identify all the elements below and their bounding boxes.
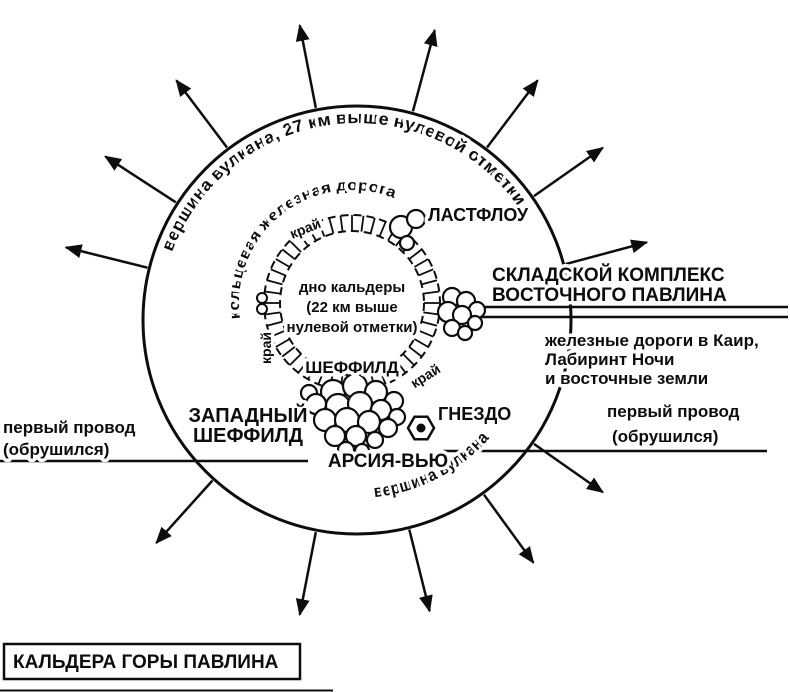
map-title: КАЛЬДЕРА ГОРЫ ПАВЛИНА xyxy=(13,652,279,673)
escarpment-arrow xyxy=(64,244,148,269)
east-railways-line3: и восточные земли xyxy=(545,369,708,388)
warehouse-label: СКЛАДСКОЙ КОМПЛЕКС ВОСТОЧНОГО ПАВЛИНА xyxy=(489,261,731,310)
caldera-floor-line1: дно кальдеры xyxy=(299,279,405,296)
escarpment-arrow xyxy=(486,79,539,149)
sheffield-tents xyxy=(299,372,407,460)
radial-arrows xyxy=(64,23,649,617)
nest-hexagon-icon xyxy=(406,415,436,441)
east-railways-line1: железные дороги в Каир, xyxy=(544,331,759,350)
map-title-box: КАЛЬДЕРА ГОРЫ ПАВЛИНА xyxy=(2,642,302,681)
escarpment-arrow xyxy=(565,239,649,266)
escarpment-arrow xyxy=(533,146,604,198)
escarpment-arrow xyxy=(482,493,535,564)
west-sheffield-line1: ЗАПАДНЫЙ xyxy=(189,403,308,427)
volcano-summit-circle xyxy=(141,104,573,536)
escarpment-arrow xyxy=(175,79,228,149)
caldera-floor-note: дно кальдеры (22 км выше нулевой отметки… xyxy=(283,276,421,381)
warehouse-label-line1: СКЛАДСКОЙ КОМПЛЕКС xyxy=(492,264,725,286)
lastflow-tents xyxy=(388,208,427,252)
east-railways-label: железные дороги в Каир, Лабиринт Ночи и … xyxy=(541,328,763,392)
east-railways-line2: Лабиринт Ночи xyxy=(545,350,674,369)
west-sheffield-label: ЗАПАДНЫЙ ШЕФФИЛД xyxy=(185,400,311,451)
escarpment-arrow xyxy=(411,28,438,112)
warehouse-tents xyxy=(436,286,487,342)
ring-railroad-ties xyxy=(264,215,440,391)
first-cable-west-line1: первый провод xyxy=(3,418,136,437)
first-cable-west-line2: (обрушился) xyxy=(3,440,109,459)
warehouse-label-line2: ВОСТОЧНОГО ПАВЛИНА xyxy=(492,285,727,306)
escarpment-arrow xyxy=(295,531,318,617)
first-cable-east-line2: (обрушился) xyxy=(612,427,718,446)
caldera-floor-line3: нулевой отметки) xyxy=(287,319,418,336)
escarpment-arrow xyxy=(155,479,214,545)
rim-label-west: край xyxy=(258,332,274,364)
escarpment-arrow xyxy=(408,529,433,613)
escarpment-arrow xyxy=(104,155,177,204)
first-cable-west-label: первый провод (обрушился) xyxy=(0,415,139,463)
east-railway-lines xyxy=(462,305,788,319)
sheffield-label: ШЕФФИЛД xyxy=(305,358,398,377)
first-cable-east-line1: первый провод xyxy=(607,402,740,421)
west-rim-station xyxy=(256,292,268,315)
nest-label: ГНЕЗДО xyxy=(438,404,511,424)
ring-railroad xyxy=(263,214,441,392)
first-cable-east-label: первый провод (обрушился) xyxy=(604,399,744,450)
lastflow-label: ЛАСТФЛОУ xyxy=(428,205,529,225)
arsia-view-label: АРСИЯ-ВЬЮ xyxy=(328,451,448,472)
west-sheffield-line2: ШЕФФИЛД xyxy=(193,425,303,447)
rim-label-top: край xyxy=(287,215,323,242)
escarpment-arrow xyxy=(295,23,318,109)
caldera-floor-line2: (22 км выше xyxy=(306,299,398,316)
